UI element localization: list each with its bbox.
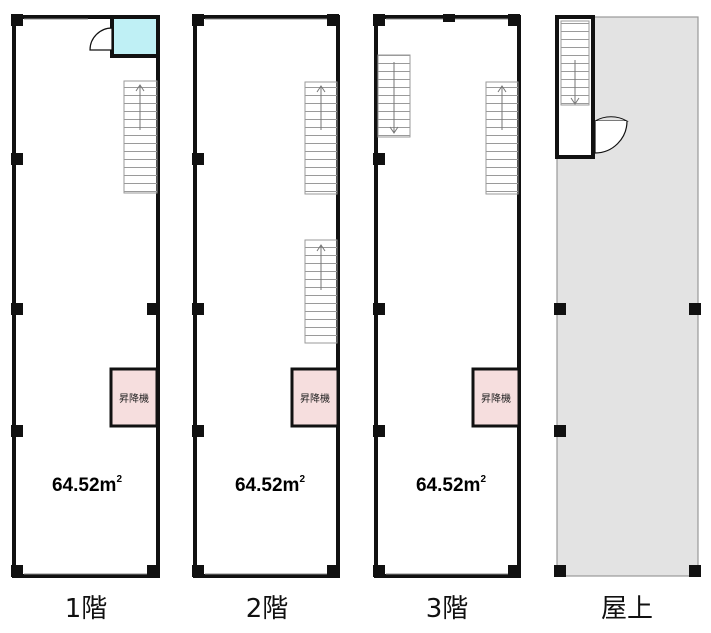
elevator (471, 367, 521, 428)
area-floor-1: 64.52m2 (51, 473, 122, 496)
floor-label-roof: 屋上 (600, 594, 653, 624)
door-icon (89, 27, 113, 51)
columns (554, 303, 701, 577)
staircase-upper (304, 81, 338, 195)
floor-label-1: 1階 (64, 594, 108, 624)
plan-floor-2 (192, 14, 340, 578)
utility-room (110, 15, 160, 58)
plan-floor-3 (373, 14, 521, 578)
plan-floor-1 (11, 14, 160, 578)
door-icon (594, 120, 628, 154)
staircase-down (560, 20, 590, 106)
floor-label-2: 2階 (245, 594, 289, 624)
elevator (109, 367, 159, 428)
elevator-label-3: 昇降機 (481, 394, 511, 405)
staircase (123, 80, 158, 194)
floor-label-3: 3階 (425, 594, 469, 624)
area-floor-3: 64.52m2 (415, 473, 486, 496)
staircase-lower (304, 239, 338, 344)
staircase-up (485, 81, 519, 195)
elevator (290, 367, 340, 428)
plan-rooftop (554, 15, 701, 577)
columns (192, 14, 339, 577)
columns (373, 14, 520, 577)
elevator-label-1: 昇降機 (119, 394, 149, 405)
staircase-down (377, 54, 411, 138)
area-floor-2: 64.52m2 (234, 473, 305, 496)
elevator-label-2: 昇降機 (300, 394, 330, 405)
columns (11, 14, 159, 577)
